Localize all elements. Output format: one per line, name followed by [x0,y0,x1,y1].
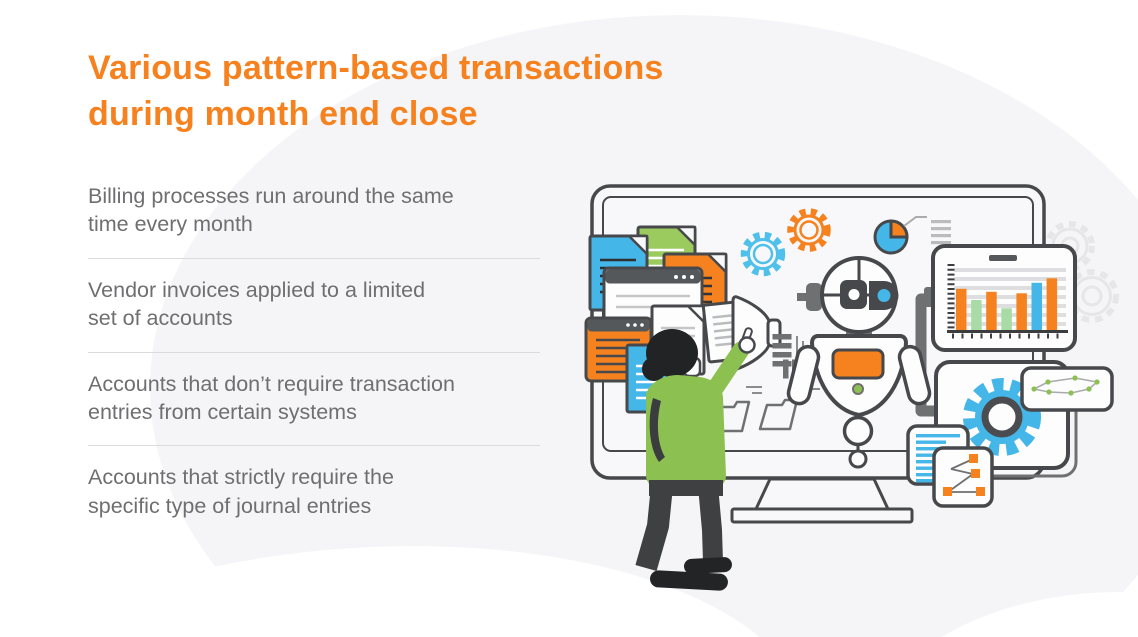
bar [1046,278,1058,331]
bar [971,300,982,330]
pie-callout-lines [931,220,951,245]
person [635,327,756,591]
pie-slice [889,219,909,239]
page-title: Various pattern-based transactions durin… [88,49,664,133]
person-sweater [646,375,726,488]
screen-dashes [746,386,762,394]
bullet-list: Billing processes run around the same ti… [88,182,540,539]
person-leg [698,485,723,563]
bar-chart-panel [924,244,1077,352]
pie-chart-icon [873,216,951,255]
person-shoe [683,557,732,574]
person-hand [738,336,756,354]
network-panel [1020,366,1114,412]
flowchart-panel [932,446,994,508]
robot-arm-right [897,344,932,406]
robot-arm-left [786,344,821,406]
gear-icon [740,231,786,277]
list-item: Vendor invoices applied to a limited set… [88,259,540,353]
network-nodes [1031,375,1100,396]
robot-ear [806,283,822,311]
bar [1031,282,1042,331]
list-item: Accounts that don’t require transaction … [88,353,540,447]
list-item: Accounts that strictly require the speci… [88,465,394,518]
gear-icon [787,208,831,252]
person-leg [635,484,673,572]
bar [986,291,997,331]
bar [1001,308,1012,331]
bar [1016,293,1027,331]
robot-chest-panel [831,348,885,380]
monitor-stand-neck [753,477,891,511]
gear-icon [963,378,1041,456]
robot [786,256,932,469]
monitor-stand-base [730,507,914,524]
person-shoe [650,570,728,591]
flowchart-nodes [943,454,985,496]
bar [956,288,967,331]
list-item: Billing processes run around the same ti… [88,182,540,259]
bar-chart-bars [956,278,1058,331]
